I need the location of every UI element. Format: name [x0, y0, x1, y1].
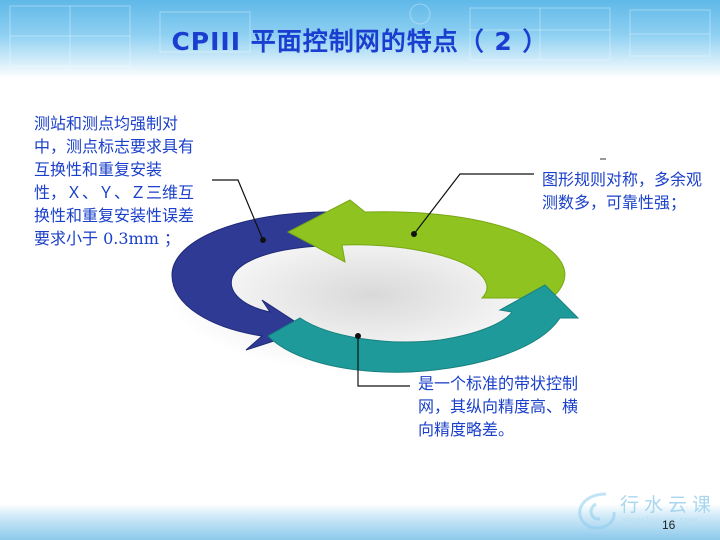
green-arrow [286, 199, 566, 299]
callout-right-text: 图形规则对称，多余观测数多，可靠性强； [542, 170, 703, 212]
callout-bottom-text: 是一个标准的带状控制网，其纵向精度高、横向精度略差。 [418, 374, 579, 439]
anchor-dot-left [260, 237, 266, 243]
connector-left [212, 179, 264, 241]
blueprint-pattern [9, 3, 711, 67]
connector-bottom [357, 336, 410, 387]
watermark-subtext: xingshuiyun.com [622, 516, 699, 526]
connector-right [413, 173, 534, 235]
teal-arrow [267, 284, 580, 373]
anchor-dot-right [411, 231, 417, 237]
logo-swirl-icon [578, 492, 616, 530]
page-title: CPIII 平面控制网的特点（ 2 ） [171, 27, 549, 56]
anchor-dot-bottom [355, 333, 361, 339]
header-banner: CPIII 平面控制网的特点（ 2 ） [0, 0, 720, 78]
page-number: 16 [662, 518, 676, 532]
connector-lines [212, 173, 534, 387]
navy-arrow [171, 211, 331, 351]
watermark-text: 行水云课 [620, 494, 717, 516]
callout-left-text: 测站和测点均强制对中，测点标志要求具有互换性和重复安装 性，Ｘ、Ｙ、Ｚ三维互换性… [34, 114, 195, 248]
footer-band [0, 504, 720, 540]
cycle-arrows-icon [171, 199, 580, 373]
